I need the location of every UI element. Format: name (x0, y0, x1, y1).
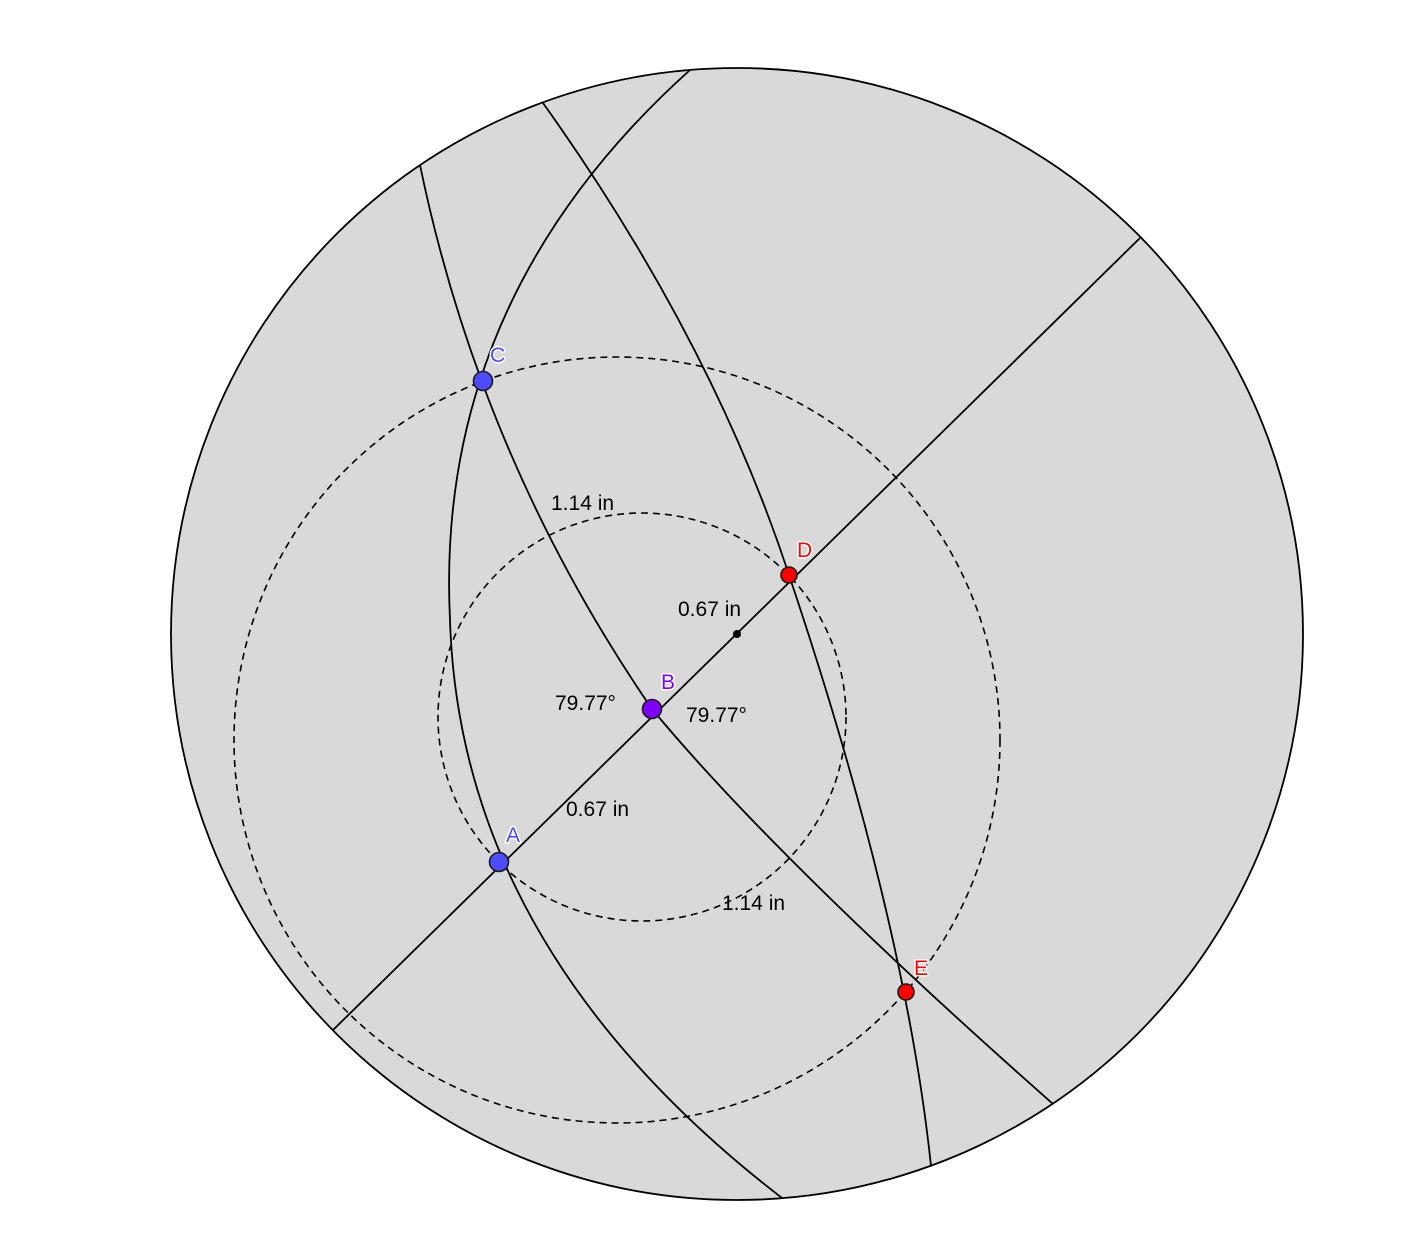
label-be-length: 1.14 in (722, 892, 785, 915)
point-a-marker[interactable] (488, 851, 510, 873)
label-angle-dbe: 79.77° (686, 704, 747, 727)
point-d[interactable]: D (780, 538, 814, 584)
point-d-marker[interactable] (780, 566, 798, 584)
point-e-marker[interactable] (897, 983, 915, 1001)
label-cb-length: 1.14 in (551, 492, 614, 515)
point-a[interactable]: A (488, 823, 522, 873)
point-b[interactable]: B (641, 670, 677, 720)
point-e-label: E (914, 957, 928, 980)
point-d-label: D (797, 539, 812, 562)
point-c[interactable]: C (472, 343, 507, 392)
point-b-marker[interactable] (641, 698, 663, 720)
label-angle-abc: 79.77° (555, 692, 616, 715)
dashed-circle-large (233, 356, 1001, 1124)
point-c-marker[interactable] (472, 370, 494, 392)
point-b-label: B (661, 671, 675, 694)
dashed-circle-small (437, 512, 847, 922)
label-ab-length: 0.67 in (566, 798, 629, 821)
geodesic-through-c-a (448, 69, 783, 1199)
disk-center-dot (733, 630, 741, 638)
point-a-label: A (506, 824, 520, 847)
point-e[interactable]: E (897, 956, 930, 1001)
label-bd-length: 0.67 in (678, 598, 741, 621)
point-c-label: C (490, 344, 505, 367)
